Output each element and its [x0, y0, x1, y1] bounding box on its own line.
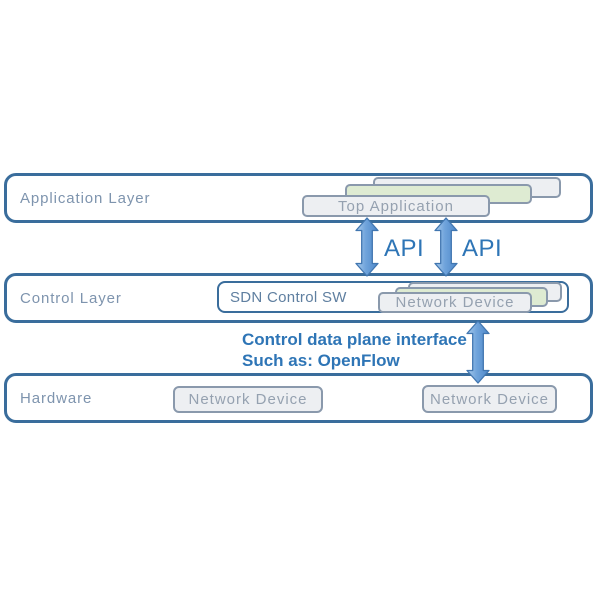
- application-layer-label: Application Layer: [20, 189, 151, 207]
- api-double-arrow-right-icon: [434, 217, 458, 277]
- control-network-device-label: Network Device: [395, 294, 515, 311]
- hardware-network-device-box-right: Network Device: [422, 385, 557, 413]
- hardware-network-device-box-left: Network Device: [173, 386, 323, 413]
- api-label-right: API: [462, 235, 503, 262]
- control-layer-label: Control Layer: [20, 289, 122, 307]
- interface-note: Control data plane interface Such as: Op…: [242, 329, 467, 371]
- api-label-left: API: [384, 235, 425, 262]
- top-application-box: Top Application: [302, 195, 490, 217]
- interface-note-line1: Control data plane interface: [242, 330, 467, 349]
- control-data-plane-double-arrow-icon: [466, 320, 490, 384]
- top-application-label: Top Application: [338, 197, 454, 215]
- interface-note-line2: Such as: OpenFlow: [242, 351, 400, 370]
- control-network-device-box: Network Device: [378, 292, 532, 313]
- hardware-layer-label: Hardware: [20, 389, 93, 407]
- hardware-network-device-label-right: Network Device: [429, 390, 550, 408]
- hardware-network-device-label-left: Network Device: [188, 391, 308, 408]
- sdn-control-sw-label: SDN Control SW: [230, 288, 347, 306]
- api-double-arrow-left-icon: [355, 217, 379, 277]
